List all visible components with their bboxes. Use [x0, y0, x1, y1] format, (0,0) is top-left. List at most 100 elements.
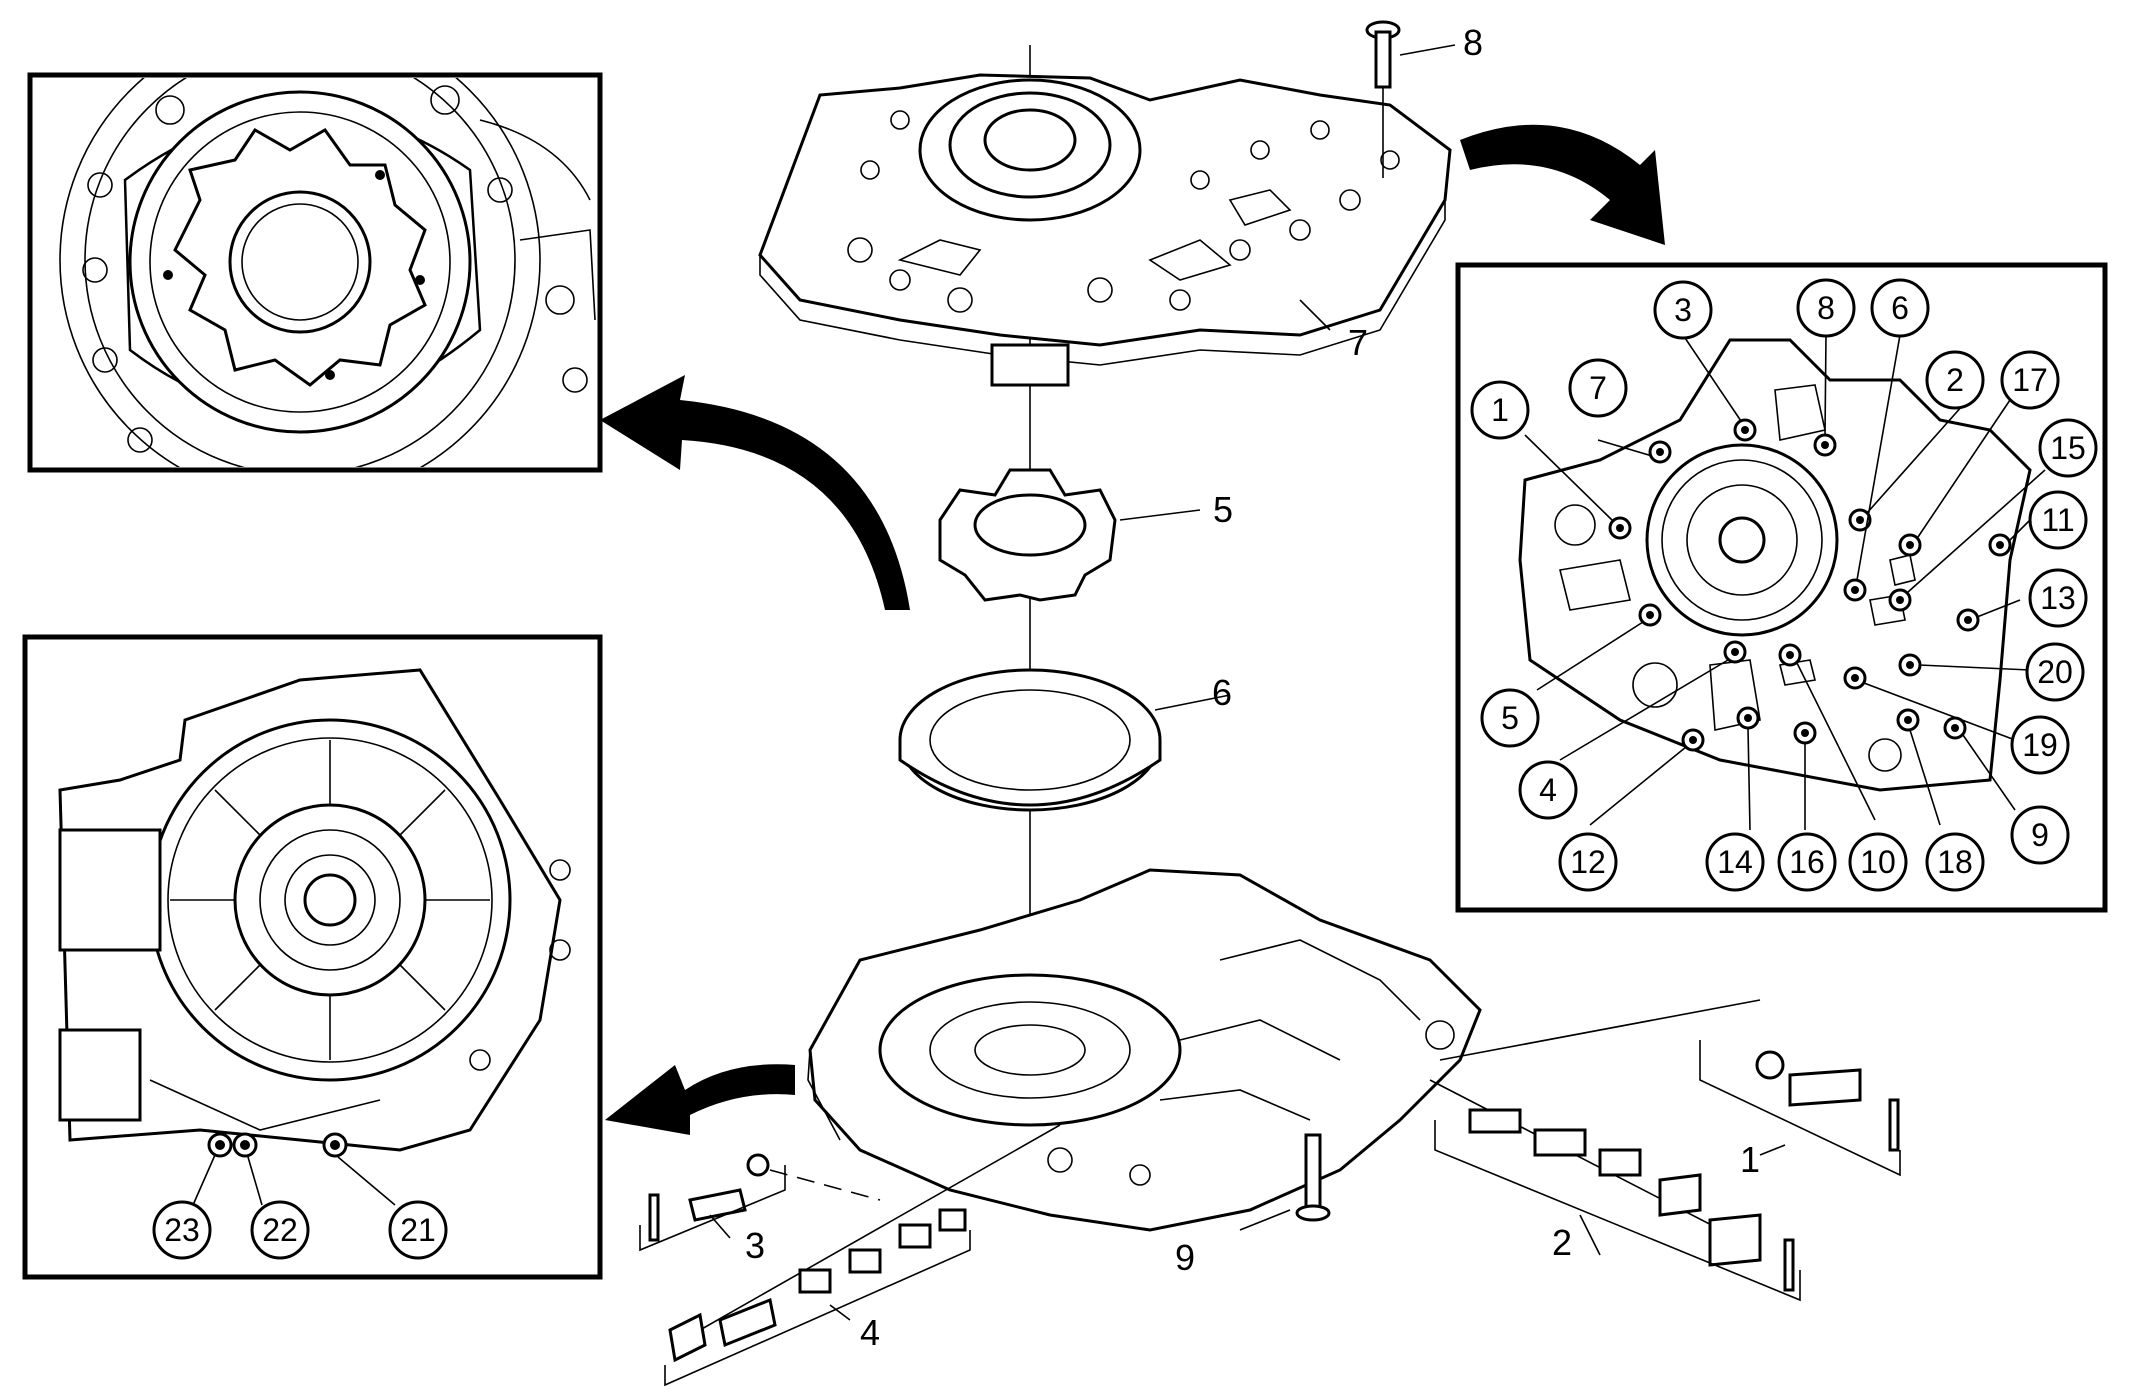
- leader-3: [709, 1214, 731, 1239]
- circled-number: 18: [1925, 832, 1985, 892]
- bolt-icon: [1988, 533, 2012, 557]
- circled-number: 20: [2025, 642, 2085, 702]
- callout-7: 7: [1348, 322, 1368, 363]
- inner-gear: [938, 468, 1117, 602]
- svg-text:17: 17: [2012, 362, 2048, 398]
- bolt-icon: [1638, 603, 1662, 627]
- svg-text:15: 15: [2050, 430, 2086, 466]
- svg-text:19: 19: [2022, 727, 2058, 763]
- valve-train-3: [639, 1153, 881, 1252]
- bolt-icon: [1848, 508, 1872, 532]
- callout-5: 5: [1213, 489, 1233, 530]
- circled-number: 5: [1480, 688, 1540, 748]
- bolt-icon: [1943, 716, 1967, 740]
- bolt-icon: [232, 1132, 258, 1158]
- bolt-icon: [1365, 20, 1401, 89]
- circled-number: 7: [1568, 358, 1628, 418]
- pump-body: [807, 868, 1482, 1232]
- bolt-icon: [1813, 433, 1837, 457]
- bolt-icon: [322, 1132, 348, 1158]
- leader-9: [1239, 1209, 1291, 1231]
- leader-1: [1759, 1144, 1786, 1156]
- bolt-sequence-inset: 1 2 3 4 5 6 7 8 9 10 11 12 13 14 15 16 1…: [1455, 262, 2108, 913]
- callout-9: 9: [1175, 1237, 1195, 1278]
- outer-rotor: [898, 668, 1162, 812]
- circled-number: 8: [1796, 278, 1856, 338]
- bolt-icon: [1843, 666, 1867, 690]
- callout-4: 4: [860, 1312, 880, 1353]
- circled-number: 19: [2010, 715, 2070, 775]
- bolt-icon: [1778, 643, 1802, 667]
- bolt-icon: [1733, 418, 1757, 442]
- svg-text:23: 23: [164, 1212, 200, 1248]
- svg-text:13: 13: [2040, 580, 2076, 616]
- bolt-icon: [1896, 708, 1920, 732]
- valve-train-1: [1439, 999, 1901, 1177]
- bolt-icon: [1843, 578, 1867, 602]
- bolt-icon: [1295, 1133, 1331, 1222]
- svg-text:11: 11: [2041, 502, 2074, 538]
- bolt-icon: [1898, 533, 1922, 557]
- arrow-icon: [600, 375, 910, 610]
- circled-number: 9: [2010, 805, 2070, 865]
- svg-text:2: 2: [1946, 362, 1964, 398]
- circled-number: 21: [388, 1200, 448, 1260]
- leader-8: [1399, 44, 1456, 56]
- circled-number: 1: [1470, 380, 1530, 440]
- svg-text:12: 12: [1570, 844, 1606, 880]
- circled-number: 3: [1653, 280, 1713, 340]
- callout-8: 8: [1463, 22, 1483, 63]
- circled-number: 14: [1705, 832, 1765, 892]
- svg-text:14: 14: [1717, 844, 1753, 880]
- svg-text:4: 4: [1539, 772, 1557, 808]
- leader-7: [1299, 299, 1331, 331]
- bolt-icon: [1608, 516, 1632, 540]
- svg-text:8: 8: [1817, 290, 1835, 326]
- circled-number: 17: [2000, 350, 2060, 410]
- svg-text:10: 10: [1860, 844, 1896, 880]
- leader-2: [1579, 1214, 1601, 1256]
- arrow-icon: [1460, 124, 1665, 245]
- valve-train-4: [664, 1124, 1061, 1387]
- circled-number: 2: [1925, 350, 1985, 410]
- callout-3: 3: [745, 1225, 765, 1266]
- svg-text:21: 21: [400, 1212, 436, 1248]
- bolt-icon: [1648, 440, 1672, 464]
- svg-text:1: 1: [1491, 392, 1509, 428]
- rotor-closeup-inset: [27, 72, 603, 473]
- svg-text:6: 6: [1891, 290, 1909, 326]
- circled-number: 6: [1870, 278, 1930, 338]
- arrow-icon: [605, 1064, 795, 1135]
- circled-number: 11: [2028, 490, 2088, 550]
- svg-text:5: 5: [1501, 700, 1519, 736]
- bolt-icon: [1898, 653, 1922, 677]
- housing-bolts-inset: [22, 634, 603, 1280]
- circled-number: 4: [1518, 760, 1578, 820]
- circled-number: 15: [2038, 418, 2098, 478]
- leader-4: [829, 1304, 851, 1321]
- bolt-icon: [1956, 608, 1980, 632]
- bolt-icon: [1681, 728, 1705, 752]
- circled-number: 23: [152, 1200, 212, 1260]
- pump-cover: [758, 73, 1452, 387]
- svg-text:7: 7: [1589, 370, 1607, 406]
- valve-train-2: [1429, 1079, 1801, 1302]
- circled-number: 22: [250, 1200, 310, 1260]
- circled-number: 12: [1558, 832, 1618, 892]
- callout-6: 6: [1212, 672, 1232, 713]
- callout-1: 1: [1740, 1139, 1760, 1180]
- bolt-icon: [1888, 588, 1912, 612]
- svg-text:20: 20: [2037, 654, 2073, 690]
- circled-number: 16: [1777, 832, 1837, 892]
- circled-number: 10: [1848, 832, 1908, 892]
- circled-number: 13: [2028, 568, 2088, 628]
- bolt-icon: [1723, 640, 1747, 664]
- leader-5: [1119, 509, 1201, 521]
- svg-text:9: 9: [2031, 817, 2049, 853]
- leader-6: [1154, 694, 1231, 711]
- callout-2: 2: [1552, 1222, 1572, 1263]
- bolt-icon: [207, 1132, 233, 1158]
- bolt-icon: [1736, 706, 1760, 730]
- svg-text:22: 22: [262, 1212, 298, 1248]
